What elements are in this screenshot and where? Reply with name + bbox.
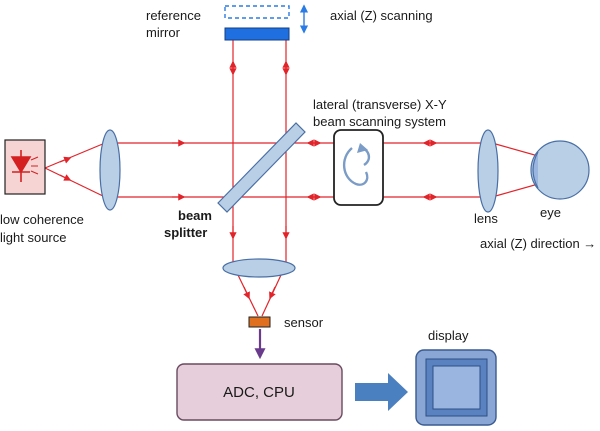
- lateral-scanner-label-2: beam scanning system: [313, 114, 446, 129]
- eye-lens: [477, 129, 499, 213]
- monitor-icon: [415, 349, 497, 426]
- light-source-label-2: light source: [0, 230, 66, 245]
- axial-direction-label: axial (Z) direction →: [480, 236, 596, 251]
- beam-splitter-label-2: splitter: [164, 225, 207, 240]
- light-source: [4, 139, 46, 195]
- sensor-label: sensor: [284, 315, 324, 330]
- sensor: [248, 316, 271, 328]
- output-block-arrow: [355, 373, 408, 411]
- arrow-source-upper: [59, 156, 72, 164]
- reference-mirror-label-2: mirror: [146, 25, 181, 40]
- axial-scanning-label: axial (Z) scanning: [330, 8, 433, 23]
- lateral-scanner-label-1: lateral (transverse) X-Y: [313, 97, 447, 112]
- light-source-box: [4, 139, 46, 195]
- beam-splitter: [217, 122, 306, 213]
- collimating-lens: [99, 129, 121, 211]
- xy-scanner-box: [333, 129, 384, 206]
- eye-label: eye: [540, 205, 561, 220]
- display-label: display: [428, 328, 469, 343]
- reference-mirror: [224, 27, 290, 41]
- light-source-label-1: low coherence: [0, 212, 84, 227]
- arrow-source-lower: [59, 174, 72, 181]
- arrow-sensor-left: [243, 286, 250, 300]
- adc-cpu-box: [176, 363, 343, 421]
- beam-splitter-label-1: beam: [178, 208, 212, 223]
- beam-source-lower: [44, 167, 106, 198]
- reference-mirror-scan-position: [224, 5, 290, 19]
- detection-lens: [222, 258, 296, 278]
- adc-cpu-label: ADC, CPU: [223, 384, 295, 401]
- lens-label: lens: [474, 211, 498, 226]
- eye: [530, 140, 590, 200]
- beam-source-upper: [44, 142, 106, 169]
- led-diode-icon: [10, 150, 39, 182]
- cornea: [532, 151, 539, 189]
- eyeball: [530, 140, 590, 200]
- arrow-sensor-right: [269, 286, 276, 300]
- beam-paths: [44, 40, 589, 317]
- rotation-arrow-icon: [343, 143, 371, 186]
- beam-direction-arrows: [59, 60, 438, 300]
- display-screen: [432, 365, 481, 410]
- reference-mirror-label-1: reference: [146, 8, 201, 23]
